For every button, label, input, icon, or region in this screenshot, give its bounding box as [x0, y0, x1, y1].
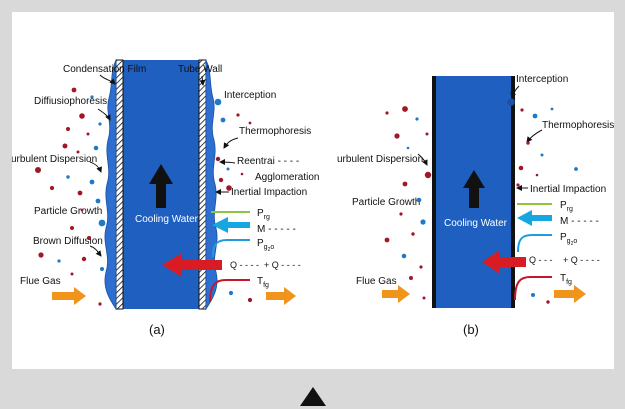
condensation-film-label: Condensation Film: [63, 64, 146, 75]
cooling-water-arrow-a: [149, 164, 173, 208]
p-h2o-label-a: Pg2o: [257, 238, 274, 253]
flue-gas-arrow-right-b: [554, 285, 586, 303]
t-fg-label-b: Tfg: [560, 273, 572, 286]
m-arrow-a: [212, 217, 250, 233]
diffusiophoresis-label: Diffiusiophoresis: [34, 96, 107, 107]
panel-b: Cooling Water Interception Thermophoresi…: [337, 74, 614, 337]
turbulent-dispersion-label-b: urbulent Dispersion: [337, 154, 423, 165]
condensation-diagram: Cooling Water Condensation Film Tube Wal…: [12, 59, 614, 337]
cooling-water-label-b: Cooling Water: [444, 218, 508, 229]
brown-diffusion-pointer: [89, 245, 102, 257]
heat-flux-arrow-a: [162, 253, 222, 277]
reentrainment-label: Reentrai - - - -: [237, 156, 299, 167]
thermophoresis-label-a: Thermophoresis: [239, 126, 311, 137]
t-fg-line-a: [209, 279, 250, 303]
thermophoresis-pointer-a: [223, 137, 239, 149]
tube-wall-label: Tube Wall: [178, 64, 222, 75]
tube-wall-pointer: [199, 75, 206, 86]
condensation-film-left-a: [104, 59, 117, 311]
p-h2o-label-b: Pg2o: [560, 232, 577, 247]
plus-q-label-a: + Q - - - -: [264, 260, 301, 270]
m-label-b: M - - - - -: [560, 216, 599, 227]
p-rg-label-a: Prg: [257, 208, 270, 221]
flue-gas-arrow-left-b: [382, 285, 410, 303]
caption-b: (b): [463, 322, 479, 337]
thermophoresis-pointer-b: [526, 129, 543, 143]
turbulent-dispersion-label-a: urbulent Dispersion: [12, 154, 97, 165]
reentrainment-pointer: [219, 159, 236, 166]
interception-label-a: Interception: [224, 90, 276, 101]
interception-label-b: Interception: [516, 74, 568, 85]
plus-q-label-b: + Q - - - -: [563, 255, 600, 265]
inertial-impaction-label-b: Inertial Impaction: [530, 184, 606, 195]
tube-wall-right-b: [511, 76, 515, 308]
tube-wall-left-b: [432, 76, 436, 308]
particles: [35, 87, 578, 306]
p-h2o-line-b: [517, 234, 552, 253]
t-fg-line-b: [514, 276, 552, 301]
tube-wall-right-a: [198, 59, 207, 310]
turbulent-dispersion-pointer-a: [89, 161, 102, 173]
m-arrow-b: [517, 210, 552, 226]
diffusiophoresis-pointer: [97, 108, 111, 121]
agglomeration-label: Agglomeration: [255, 172, 319, 183]
cooling-water-arrow-b: [463, 170, 485, 208]
particle-growth-label-a: Particle Growth: [34, 206, 102, 217]
tube-wall-left-a: [115, 59, 124, 310]
figure-panel: Cooling Water Condensation Film Tube Wal…: [12, 12, 614, 369]
p-h2o-line-a: [212, 239, 250, 258]
flue-gas-label-b: Flue Gas: [356, 276, 397, 287]
condensation-film-pointer: [99, 74, 116, 85]
turbulent-dispersion-pointer-b: [417, 153, 428, 166]
panel-a: Cooling Water Condensation Film Tube Wal…: [12, 59, 319, 337]
inertial-impaction-label-a: Inertial Impaction: [231, 187, 307, 198]
flue-gas-arrow-right-a: [266, 287, 296, 305]
m-label-a: M - - - - -: [257, 224, 296, 235]
q-label-a: Q - - - -: [230, 260, 259, 270]
caption-a: (a): [149, 322, 165, 337]
t-fg-label-a: Tfg: [257, 276, 269, 289]
q-label-b: Q - - -: [529, 255, 553, 265]
flue-gas-label-a: Flue Gas: [20, 276, 61, 287]
heat-flux-arrow-b: [482, 250, 526, 274]
cooling-water-label-a: Cooling Water: [135, 214, 199, 225]
interception-pointer-b: [510, 85, 520, 99]
flue-gas-arrow-left-a: [52, 287, 86, 305]
thermophoresis-label-b: Thermophoresis: [542, 120, 614, 131]
p-rg-label-b: Prg: [560, 200, 573, 213]
triangle-up-icon[interactable]: [300, 387, 326, 406]
particle-growth-label-b: Particle Growth: [352, 197, 420, 208]
brown-diffusion-label: Brown Diffusion: [33, 236, 103, 247]
